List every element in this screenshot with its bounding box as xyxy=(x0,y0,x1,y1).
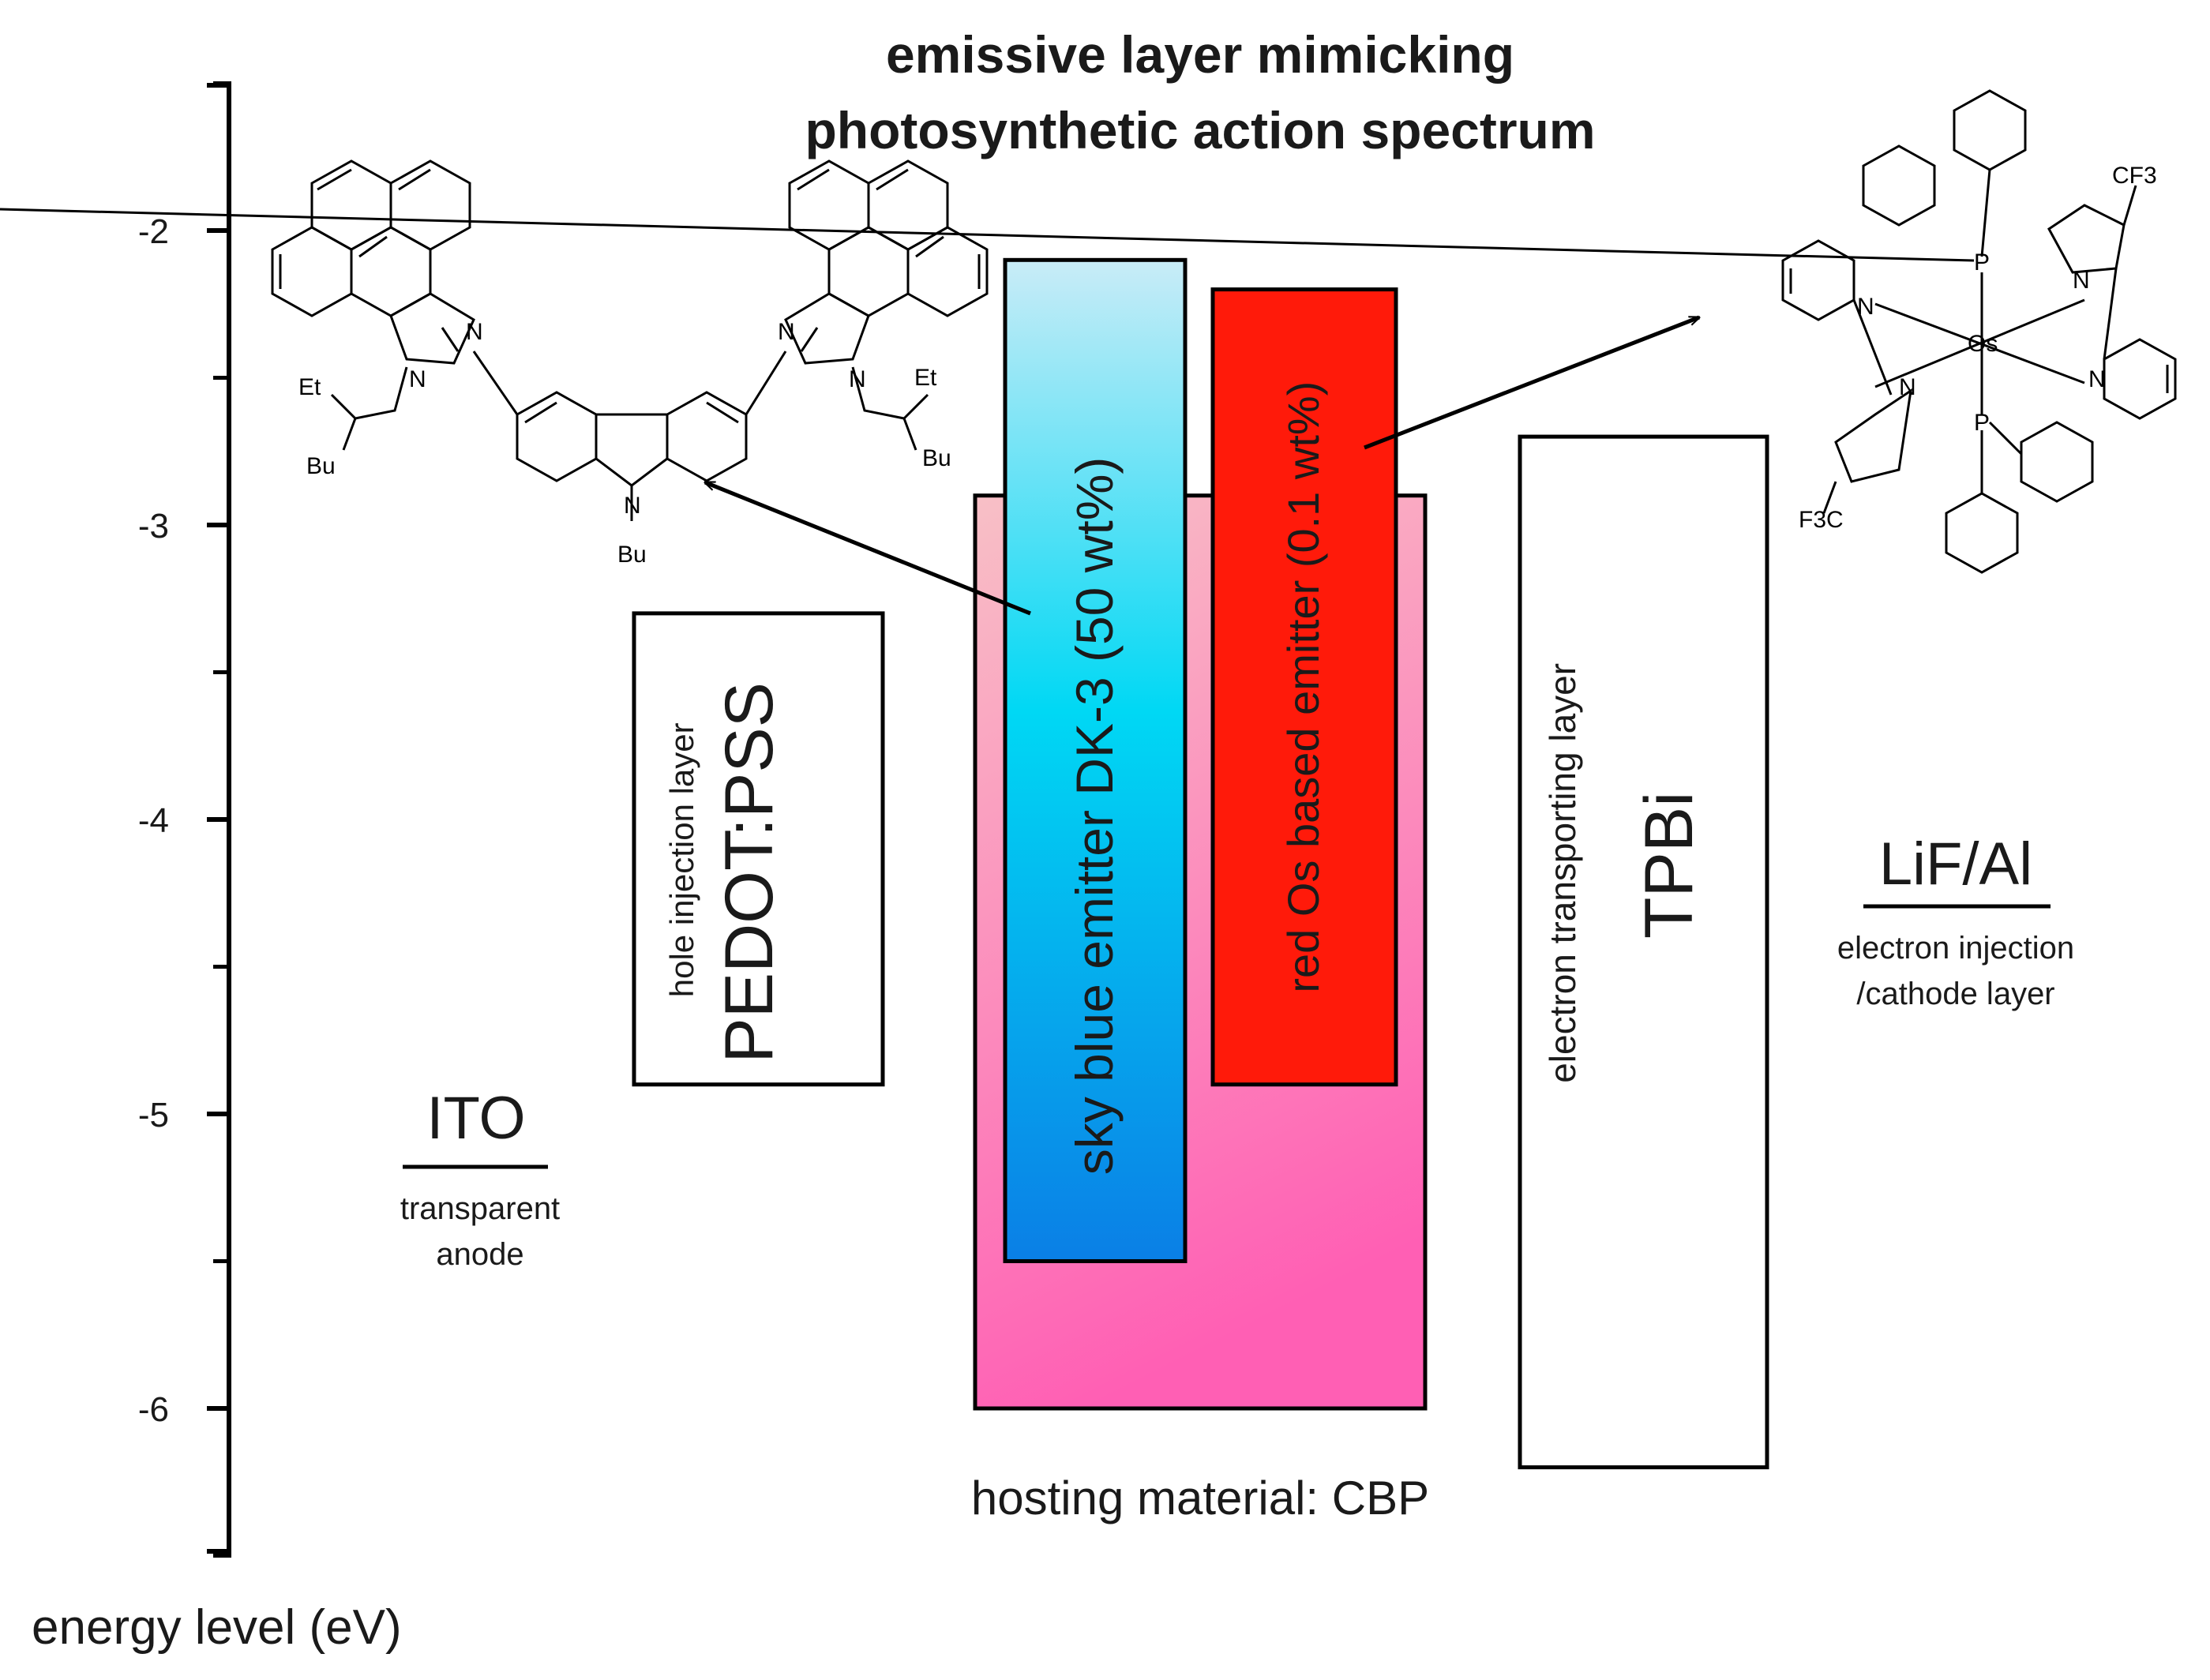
pedot-pss-label: PEDOT:PSS xyxy=(711,682,787,1063)
dk3-label-et-right: Et xyxy=(914,365,937,391)
dk3-label-n-left-b: N xyxy=(409,366,426,392)
red-os-emitter-label: red Os based emitter (0.1 wt%) xyxy=(1278,381,1328,993)
os-label-n-right: N xyxy=(2088,366,2106,392)
arrow-to-dk3-structure xyxy=(705,480,1031,616)
arrow-to-os-complex xyxy=(1364,315,1699,450)
axis-tick-label: -2 xyxy=(138,212,169,251)
os-label-p-bottom: P xyxy=(1974,410,1990,436)
os-complex-structure xyxy=(0,89,2177,574)
dk3-label-bu-right: Bu xyxy=(922,445,951,471)
ito-layer-label: ITO transparent anode xyxy=(400,1085,560,1272)
axis-label: energy level (eV) xyxy=(32,1600,402,1655)
red-os-emitter-box xyxy=(1210,287,1398,1087)
sky-blue-emitter-label: sky blue emitter DK-3 (50 wt%) xyxy=(1065,457,1124,1176)
tpbi-layer-box xyxy=(1518,434,1769,1470)
minor-ticks xyxy=(213,81,231,1558)
os-label-metal: Os xyxy=(1968,331,1998,357)
title-line-1: emissive layer mimicking xyxy=(886,25,1514,84)
axis-tick-label: -6 xyxy=(138,1390,169,1429)
host-caption: hosting material: CBP xyxy=(971,1472,1429,1524)
cathode-layer-label: LiF/Al electron injection /cathode layer xyxy=(1837,831,2074,1011)
pedot-pss-layer-box xyxy=(632,611,885,1087)
energy-axis: -2 -3 -4 -5 -6 xyxy=(138,81,231,1558)
title-line-2: photosynthetic action spectrum xyxy=(805,101,1595,159)
dk3-label-et-left: Et xyxy=(298,374,321,400)
major-ticks: -2 -3 -4 -5 -6 xyxy=(138,212,231,1429)
ito-desc-line-2: anode xyxy=(436,1237,523,1272)
dk3-molecule-labels: Et Bu N N Bu Et Bu N N N xyxy=(298,319,951,568)
os-label-n-lower-triazole: N xyxy=(1899,374,1916,400)
hole-injection-layer-label: hole injection layer xyxy=(663,722,700,997)
sky-blue-emitter-box xyxy=(1003,257,1188,1263)
ito-desc-line-1: transparent xyxy=(400,1191,560,1226)
os-complex-labels: Os P P N N N N CF3 F3C xyxy=(1799,163,2157,533)
axis-tick-label: -4 xyxy=(138,801,169,840)
os-label-p-top: P xyxy=(1974,249,1990,276)
dk3-label-n-left-a: N xyxy=(466,319,483,345)
dk3-label-bu-center: Bu xyxy=(617,542,647,568)
electron-transporting-layer-label: electron transporting layer xyxy=(1542,663,1583,1083)
tpbi-label: TPBi xyxy=(1631,792,1707,939)
axis-tick-label: -3 xyxy=(138,507,169,546)
dk3-label-n-carbazole: N xyxy=(624,493,641,519)
dk3-molecule-structure xyxy=(271,159,989,521)
os-label-n-upper-triazole: N xyxy=(2073,268,2090,294)
os-label-cf3-top: CF3 xyxy=(2112,163,2157,189)
cathode-desc-line-1: electron injection xyxy=(1837,931,2074,966)
cathode-name: LiF/Al xyxy=(1879,831,2032,898)
dk3-label-n-right-a: N xyxy=(778,319,795,345)
os-label-cf3-bottom: F3C xyxy=(1799,507,1844,533)
ito-name: ITO xyxy=(426,1085,525,1152)
os-label-n-left: N xyxy=(1857,294,1874,320)
cathode-desc-line-2: /cathode layer xyxy=(1856,977,2054,1011)
dk3-label-bu-left: Bu xyxy=(306,453,336,479)
axis-tick-label: -5 xyxy=(138,1096,169,1134)
dk3-label-n-right-b: N xyxy=(849,366,866,392)
